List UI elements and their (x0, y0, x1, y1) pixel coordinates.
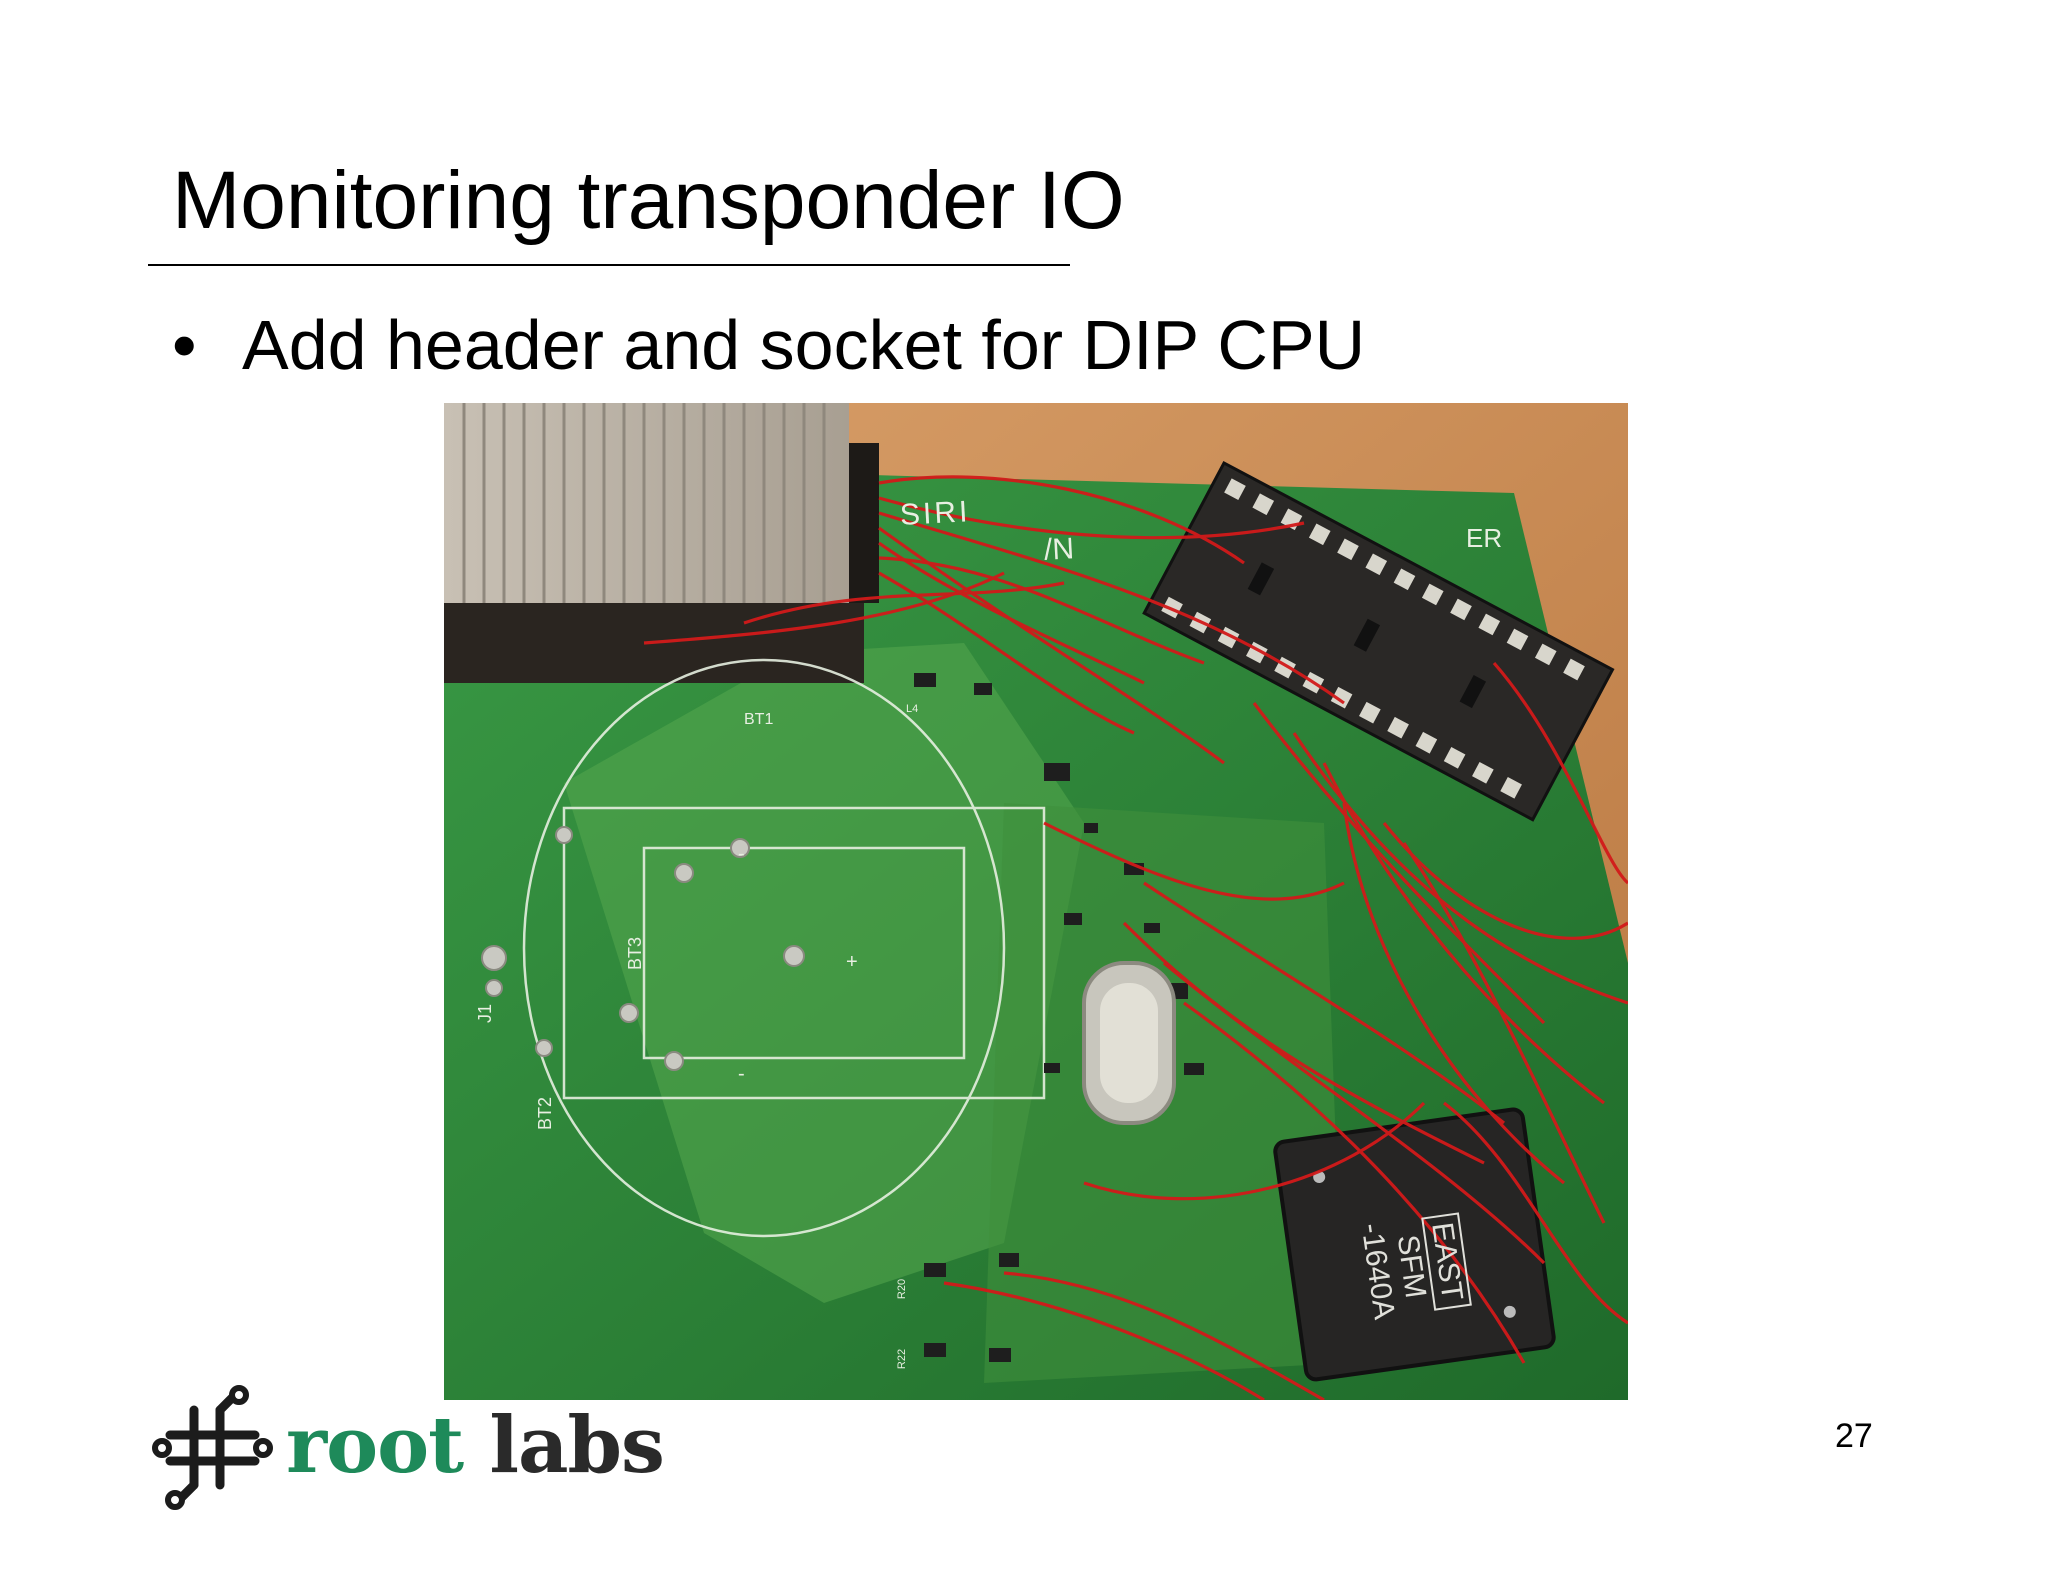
filter-label: EAST SFM -1640A (1323, 1165, 1478, 1371)
bullet-item: •Add header and socket for DIP CPU (172, 310, 1365, 380)
silk-bt3: BT3 (625, 936, 646, 971)
silk-minus-bottom: - (738, 1063, 745, 1085)
circuit-board-photo: SIRI /N ER BT1 BT3 BT2 J1 + - - L4 R20 R… (444, 403, 1628, 1400)
silk-header-right: ER (1466, 523, 1503, 553)
logo-word-root: root (286, 1400, 464, 1491)
silk-l4: L4 (906, 703, 919, 715)
title-underline (148, 264, 1070, 266)
bullet-text: Add header and socket for DIP CPU (242, 306, 1366, 384)
circuit-logo-icon (152, 1385, 273, 1510)
silk-r22: R22 (896, 1348, 909, 1370)
silk-bt1: BT1 (744, 711, 774, 728)
silk-j1: J1 (475, 1003, 496, 1024)
silk-minus-top: - (738, 843, 745, 865)
logo-word-labs: labs (489, 1400, 665, 1491)
silk-plus: + (846, 951, 858, 973)
bullet-marker: • (172, 306, 197, 384)
page-number: 27 (1835, 1417, 1873, 1455)
root-labs-logo: root labs (150, 1385, 670, 1510)
silk-r20: R20 (896, 1278, 909, 1300)
silk-bt2: BT2 (535, 1096, 556, 1131)
silk-header-left: SIRI (899, 495, 972, 532)
silk-header-sub: /N (1043, 532, 1075, 567)
slide-title: Monitoring transponder IO (172, 155, 1125, 246)
